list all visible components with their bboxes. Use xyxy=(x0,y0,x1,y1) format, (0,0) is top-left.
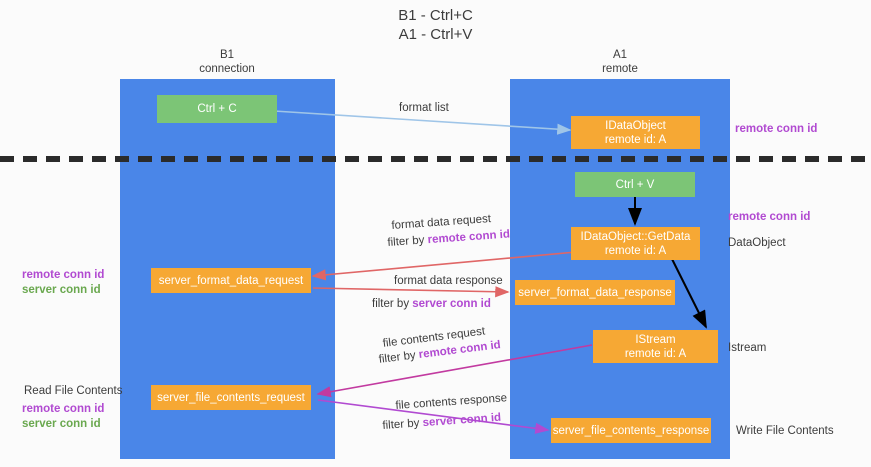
node-server-format-data-request-label: server_format_data_request xyxy=(158,274,304,287)
node-server-format-data-response[interactable]: server_format_data_response xyxy=(515,280,675,305)
node-ctrl-v[interactable]: Ctrl + V xyxy=(575,172,695,197)
filter-prefix: filter by xyxy=(382,417,424,432)
annotation-text: Read File Contents xyxy=(24,385,123,397)
node-server-file-contents-request[interactable]: server_file_contents_request xyxy=(151,385,311,410)
annotation-text: DataObject xyxy=(728,237,786,249)
filter-prefix: filter by xyxy=(378,349,420,366)
edge-label-format-data-response-filter: filter by server conn id xyxy=(372,297,491,312)
annotation-text: remote conn id xyxy=(728,211,811,223)
node-server-format-data-response-label: server_format_data_response xyxy=(518,286,672,299)
node-idataobject[interactable]: IDataObject remote id: A xyxy=(571,116,700,149)
annotation-right-istream: Istream xyxy=(728,341,766,356)
annotation-left-conn-ids-mid: remote conn id server conn id xyxy=(22,268,104,298)
node-istream-line1: IStream xyxy=(635,333,676,346)
node-server-file-contents-request-label: server_file_contents_request xyxy=(157,391,305,404)
annotation-left-read-file-contents: Read File Contents xyxy=(24,384,122,399)
node-ctrl-v-label: Ctrl + V xyxy=(615,178,655,191)
edge-label-file-contents-response-filter: filter by server conn id xyxy=(382,411,502,434)
edge-label-format-data-response: format data response xyxy=(394,275,503,287)
annotation-server-conn-id: server conn id xyxy=(22,418,101,430)
annotation-right-write-file-contents: Write File Contents xyxy=(736,424,834,439)
diagram-title: B1 - Ctrl+C A1 - Ctrl+V xyxy=(0,6,871,44)
edge-label-format-list: format list xyxy=(399,102,449,114)
filter-key-server-conn-id: server conn id xyxy=(422,411,502,430)
node-getdata-line1: IDataObject::GetData xyxy=(580,230,691,243)
annotation-right-remote-conn-id-top: remote conn id xyxy=(735,122,817,137)
node-getdata-line2: remote id: A xyxy=(604,244,667,257)
annotation-right-dataobject: DataObject xyxy=(728,236,786,251)
lane-header-a1-name: A1 xyxy=(612,49,628,61)
annotation-right-remote-conn-id-mid: remote conn id xyxy=(728,210,810,225)
phase-divider xyxy=(0,156,871,162)
filter-key-remote-conn-id: remote conn id xyxy=(427,228,511,247)
node-ctrl-c-label: Ctrl + C xyxy=(197,103,237,115)
node-istream[interactable]: IStream remote id: A xyxy=(593,330,718,363)
annotation-server-conn-id: server conn id xyxy=(22,284,101,296)
title-line-2: A1 - Ctrl+V xyxy=(398,26,473,43)
node-ctrl-c[interactable]: Ctrl + C xyxy=(157,95,277,123)
lane-header-b1-name: B1 xyxy=(219,49,235,61)
lane-header-a1-subtitle: remote xyxy=(602,63,638,75)
lane-header-a1: A1 remote xyxy=(540,48,700,76)
lane-header-b1: B1 connection xyxy=(147,48,307,76)
node-istream-line2: remote id: A xyxy=(624,347,687,360)
annotation-text: remote conn id xyxy=(735,123,818,135)
annotation-text: Istream xyxy=(728,342,767,354)
annotation-remote-conn-id: remote conn id xyxy=(22,403,105,415)
node-idataobject-line2: remote id: A xyxy=(604,133,667,146)
lane-header-b1-subtitle: connection xyxy=(199,63,255,75)
annotation-remote-conn-id: remote conn id xyxy=(22,269,105,281)
filter-prefix: filter by xyxy=(387,234,429,249)
filter-prefix: filter by xyxy=(372,298,413,310)
annotation-left-conn-ids-bottom: remote conn id server conn id xyxy=(22,402,104,432)
node-server-file-contents-response-label: server_file_contents_response xyxy=(552,424,710,437)
node-idataobject-getdata[interactable]: IDataObject::GetData remote id: A xyxy=(571,227,700,260)
annotation-text: Write File Contents xyxy=(736,425,834,437)
title-line-1: B1 - Ctrl+C xyxy=(398,7,473,24)
node-server-file-contents-response[interactable]: server_file_contents_response xyxy=(551,418,711,443)
node-server-format-data-request[interactable]: server_format_data_request xyxy=(151,268,311,293)
node-idataobject-line1: IDataObject xyxy=(605,119,666,132)
filter-key-server-conn-id: server conn id xyxy=(412,298,491,310)
